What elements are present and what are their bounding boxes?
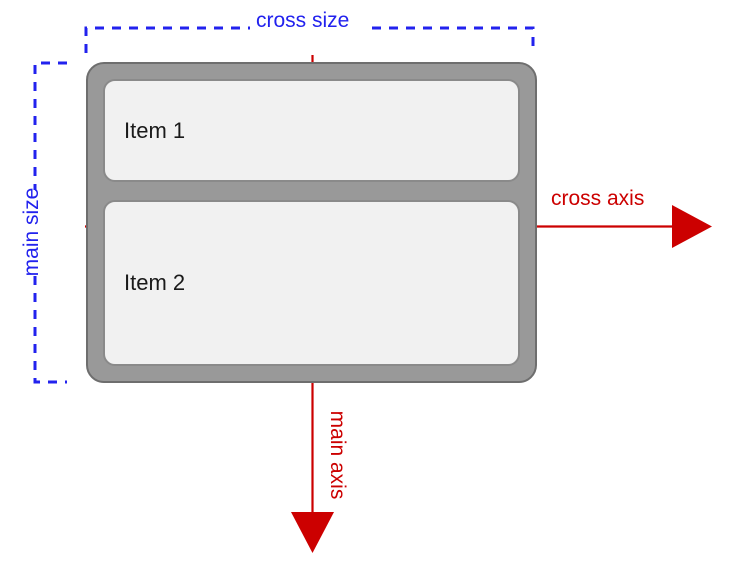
flex-item-1: Item 1 bbox=[103, 79, 520, 182]
cross-size-label: cross size bbox=[256, 9, 350, 32]
main-size-bracket bbox=[33, 61, 67, 384]
flex-item-2: Item 2 bbox=[103, 200, 520, 366]
cross-axis-label: cross axis bbox=[551, 187, 645, 210]
flex-item-1-label: Item 1 bbox=[124, 117, 186, 143]
cross-size-bracket bbox=[84, 26, 535, 53]
flex-item-2-label: Item 2 bbox=[124, 270, 186, 295]
main-size-label: main size bbox=[20, 187, 43, 277]
main-axis-label: main axis bbox=[326, 410, 349, 500]
flex-container: Item 1 Item 2 bbox=[86, 62, 537, 383]
